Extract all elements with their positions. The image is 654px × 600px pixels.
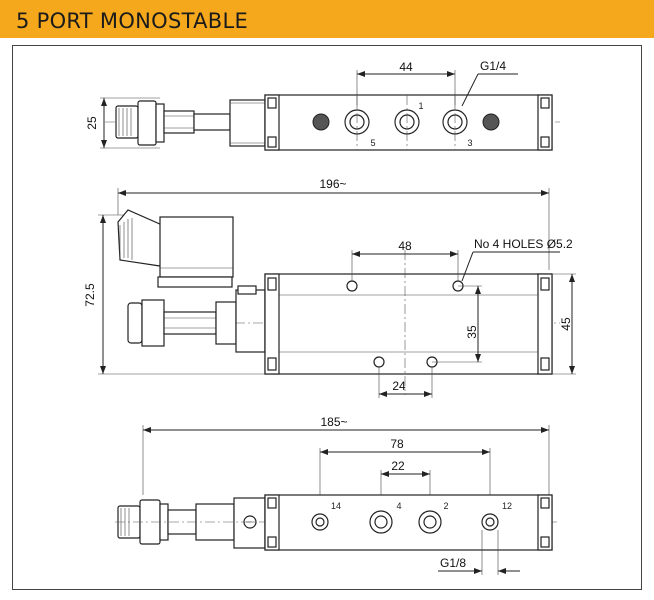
front-dim-overall-height: 72.5 (83, 283, 97, 307)
header-bar: 5 PORT MONOSTABLE (0, 0, 654, 38)
top-dim-height: 25 (85, 116, 99, 130)
top-dim-port-spacing: 44 (399, 60, 413, 74)
bottom-port-label: 2 (443, 501, 448, 511)
front-dim-hole-spacing-bottom: 24 (392, 379, 406, 393)
front-dim-overall-length: 196~ (319, 177, 346, 191)
bottom-dim-overall-length: 185~ (320, 415, 347, 429)
bottom-port-label: 12 (502, 501, 512, 511)
bottom-port-label: 14 (331, 501, 341, 511)
top-port-label: 1 (418, 101, 423, 111)
top-view: 25 (85, 59, 560, 151)
front-dim-hole-spacing-top: 48 (398, 239, 412, 253)
front-holes-note: No 4 HOLES Ø5.2 (474, 237, 573, 251)
page-title: 5 PORT MONOSTABLE (16, 9, 249, 33)
top-port-label: 3 (467, 138, 472, 148)
bottom-port-label: 4 (396, 501, 401, 511)
bottom-view: 185~ 78 22 (115, 415, 560, 575)
bottom-dim-inner-ports: 22 (391, 459, 405, 473)
bottom-dim-outer-ports: 78 (390, 437, 404, 451)
top-thread-label: G1/4 (480, 59, 506, 73)
top-port-label: 5 (370, 138, 375, 148)
bottom-thread-label: G1/8 (440, 556, 466, 570)
front-dim-body-height: 45 (559, 317, 573, 331)
drawing-frame (12, 45, 642, 590)
front-view: 196~ 72.5 (83, 177, 576, 398)
front-dim-hole-vertical: 35 (465, 325, 479, 339)
